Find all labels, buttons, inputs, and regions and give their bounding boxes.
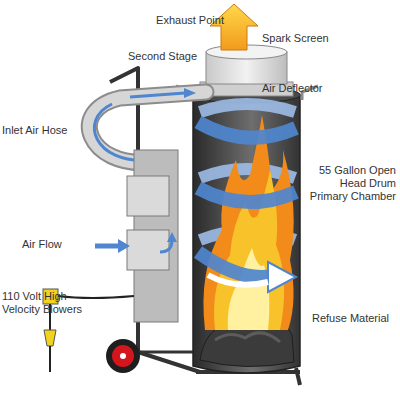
power-cord (49, 346, 51, 372)
callout-label: Exhaust Point (150, 14, 230, 27)
callout-label: Spark Screen (262, 32, 352, 45)
cart-brace (138, 351, 193, 354)
callout-label: Air Deflector (262, 82, 352, 95)
swirl-band (198, 188, 296, 202)
swirl-back (200, 104, 295, 112)
power-cord (58, 296, 134, 298)
hose-flow-head (184, 88, 196, 98)
cart-frame (110, 68, 200, 372)
hose-flow (130, 93, 185, 97)
wheel-tire (106, 339, 140, 373)
blower-unit (127, 230, 169, 270)
callout-label: Refuse Material (312, 312, 398, 325)
swirl-band (198, 122, 296, 138)
wheel-rim (112, 345, 134, 367)
callout-label: 110 Volt High Velocity Blowers (2, 290, 94, 316)
callout-label: Air Flow (22, 238, 82, 251)
blower-unit (127, 176, 169, 216)
flame-outer (203, 115, 293, 330)
callout-label: Inlet Air Hose (2, 124, 82, 137)
callout-label: 55 Gallon Open Head Drum Primary Chamber (302, 164, 396, 203)
callout-label: Second Stage (128, 50, 200, 63)
swirl-highlight (208, 275, 268, 285)
blower-flow-head (167, 232, 177, 242)
airflow-arrow (95, 244, 120, 249)
exhaust-arrow (210, 4, 258, 50)
flame-inner (228, 248, 270, 330)
cart-foot (296, 368, 300, 385)
wheel-hub (120, 353, 126, 359)
refuse-texture (215, 333, 280, 342)
airflow-arrowhead (118, 239, 130, 253)
swirl-arrowhead (268, 262, 296, 292)
power-plug (44, 330, 56, 346)
drum-body (193, 95, 300, 373)
